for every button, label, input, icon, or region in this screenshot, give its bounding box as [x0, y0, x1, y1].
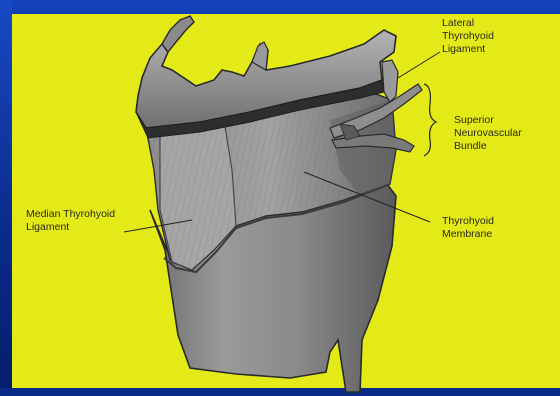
label-line: Membrane	[442, 228, 494, 241]
label-superior-neurovascular-bundle: Superior Neurovascular Bundle	[454, 114, 522, 153]
label-median-thyrohyoid-ligament: Median Thyrohyoid Ligament	[26, 208, 115, 234]
label-line: Ligament	[442, 43, 494, 56]
label-line: Ligament	[26, 221, 115, 234]
label-line: Bundle	[454, 140, 522, 153]
hyoid-greater-horn-left	[162, 16, 194, 52]
label-line: Thyrohyoid	[442, 30, 494, 43]
label-line: Neurovascular	[454, 127, 522, 140]
leader-lateral-ligament	[398, 52, 440, 78]
label-line: Median Thyrohyoid	[26, 208, 115, 221]
neurovascular-bracket	[424, 84, 436, 156]
label-line: Superior	[454, 114, 522, 127]
label-line: Thyrohyoid	[442, 215, 494, 228]
label-thyrohyoid-membrane: Thyrohyoid Membrane	[442, 215, 494, 241]
label-line: Lateral	[442, 17, 494, 30]
lateral-thyrohyoid-ligament-shape	[382, 60, 398, 102]
label-lateral-thyrohyoid-ligament: Lateral Thyrohyoid Ligament	[442, 17, 494, 56]
